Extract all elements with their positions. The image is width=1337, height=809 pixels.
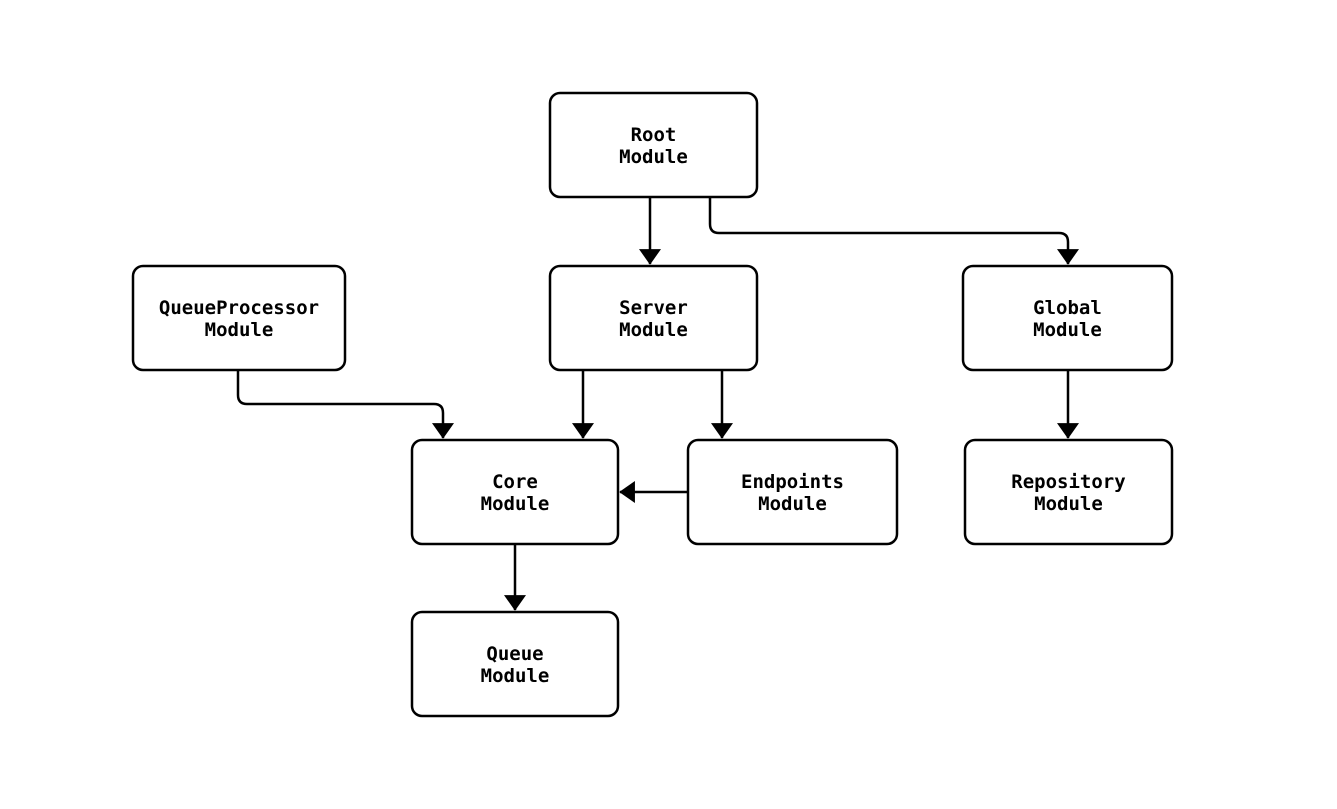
node-box-endpoints: [686, 438, 899, 546]
edge-root-to-global: [708, 197, 1079, 265]
node-box-core: [410, 438, 620, 546]
node-box-queueprocessor: [131, 264, 347, 372]
node-box-queue: [410, 610, 620, 718]
node-box-root: [548, 91, 759, 199]
edge-queueprocessor-to-core: [236, 370, 454, 439]
node-box-server: [548, 264, 759, 372]
edges-layer: [236, 197, 1079, 611]
node-box-global: [961, 264, 1174, 372]
node-box-repository: [963, 438, 1174, 546]
